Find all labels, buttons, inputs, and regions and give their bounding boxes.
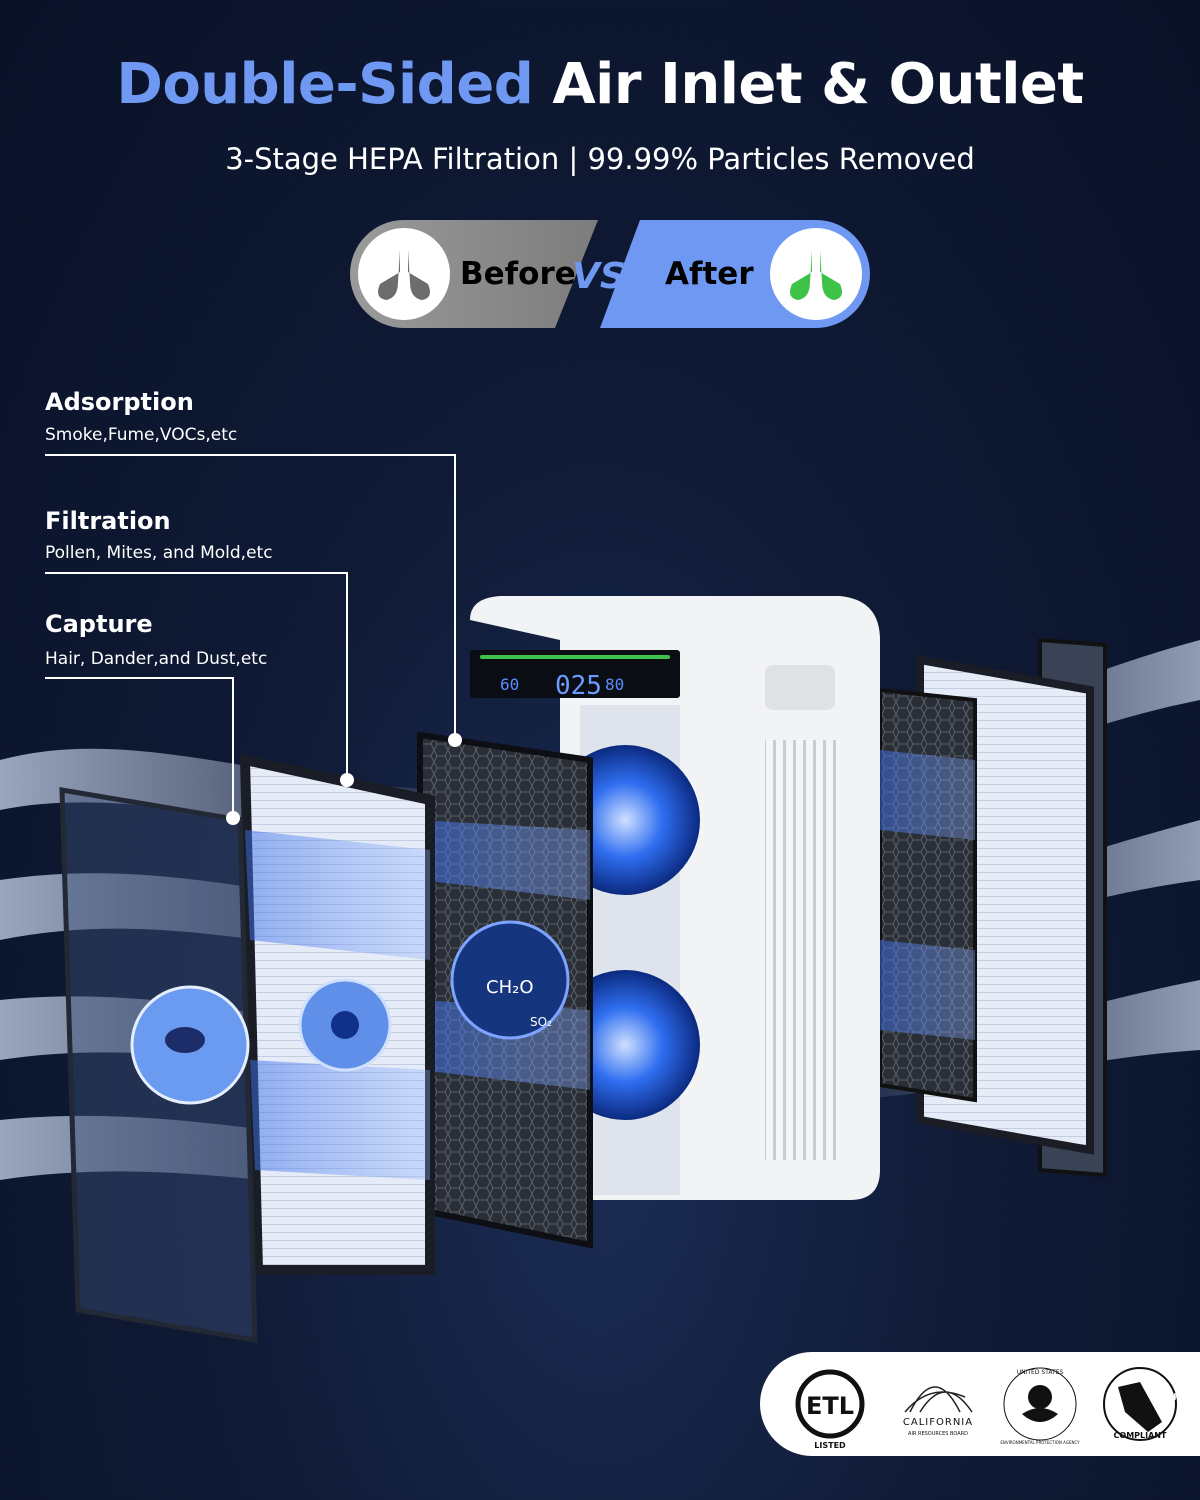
after-lungs-circle <box>770 228 862 320</box>
title-accent: Double-Sided <box>116 52 534 117</box>
after-label: After <box>665 256 754 292</box>
pointer-dot-adsorption <box>448 733 462 747</box>
before-label: Before <box>460 256 576 292</box>
handle <box>765 665 835 710</box>
green-lungs-icon <box>790 250 842 300</box>
before-after-comparison: Before VS After <box>350 220 870 328</box>
stage-detail-capture: Hair, Dander,and Dust,etc <box>45 649 268 669</box>
stage-title-capture: Capture <box>45 610 153 638</box>
etl-listed-logo: ETL LISTED <box>795 1369 865 1450</box>
certification-badges: ETL LISTED CALIFORNIA AIR RESOURCES BOAR… <box>760 1352 1200 1456</box>
carb-logo: CALIFORNIA AIR RESOURCES BOARD <box>903 1386 973 1437</box>
molecule-so2: SO₂ <box>530 1015 552 1029</box>
vs-label: VS <box>572 256 626 297</box>
molecule-circle <box>450 920 570 1040</box>
svg-text:AIR RESOURCES BOARD: AIR RESOURCES BOARD <box>908 1431 968 1437</box>
right-filters <box>878 637 1107 1178</box>
page-title: Double-Sided Air Inlet & Outlet <box>0 52 1200 117</box>
svg-text:ENVIRONMENTAL PROTECTION AGENC: ENVIRONMENTAL PROTECTION AGENCY <box>1000 1440 1080 1445</box>
leader-lines <box>45 454 456 818</box>
hepa-filter <box>239 753 435 1275</box>
side-grille <box>765 740 840 1160</box>
stage-title-filtration: Filtration <box>45 507 171 535</box>
subtitle: 3-Stage HEPA Filtration | 99.99% Particl… <box>225 142 975 176</box>
display-right-value: 80 <box>605 675 624 694</box>
stage-detail-adsorption: Smoke,Fume,VOCs,etc <box>45 425 238 445</box>
display-panel <box>470 650 680 698</box>
display-left-value: 60 <box>500 675 519 694</box>
display-center-value: 025 <box>555 671 602 701</box>
molecule-ch2o: CH₂O <box>486 977 534 998</box>
carbon-filter: CH₂O SO₂ <box>417 731 593 1249</box>
title-rest: Air Inlet & Outlet <box>552 52 1084 117</box>
before-lungs-circle <box>358 228 450 320</box>
stage-title-adsorption: Adsorption <box>45 388 194 416</box>
svg-text:ETL: ETL <box>806 1392 854 1420</box>
pointer-dot-filtration <box>340 773 354 787</box>
epa-logo: UNITED STATES ENVIRONMENTAL PROTECTION A… <box>1000 1367 1080 1445</box>
pointer-dot-capture <box>226 811 240 825</box>
svg-text:UNITED STATES: UNITED STATES <box>1017 1369 1064 1376</box>
status-light-bar <box>480 655 670 659</box>
pre-filter <box>59 787 258 1343</box>
svg-text:LISTED: LISTED <box>814 1441 846 1450</box>
prop65-logo: PROP 65 COMPLIANT <box>1103 1367 1195 1441</box>
gray-lungs-icon <box>378 250 430 300</box>
svg-text:CALIFORNIA: CALIFORNIA <box>903 1417 973 1428</box>
svg-text:COMPLIANT: COMPLIANT <box>1114 1431 1167 1440</box>
svg-text:PROP 65: PROP 65 <box>1152 1393 1195 1403</box>
stage-detail-filtration: Pollen, Mites, and Mold,etc <box>45 543 273 563</box>
